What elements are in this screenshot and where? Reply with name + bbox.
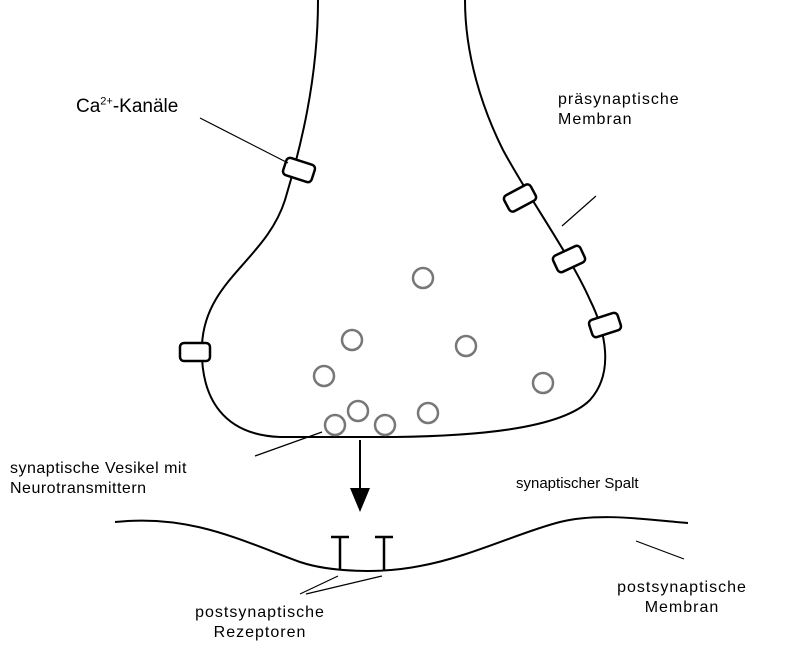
presynaptic-label-line2: Membran: [558, 110, 680, 130]
postsynaptic-receptors: [331, 537, 393, 571]
receptors-label-line1: postsynaptische: [0, 603, 520, 623]
vesicle: [375, 415, 395, 435]
ca-channel: [180, 343, 210, 361]
receptors-label-line2: Rezeptoren: [0, 623, 520, 643]
ca-channels: [180, 157, 622, 361]
leader-ca: [200, 118, 288, 163]
vesicle: [533, 373, 553, 393]
ca-channel: [588, 312, 622, 338]
vesicle: [342, 330, 362, 350]
postsynaptic-membrane: [115, 517, 688, 571]
receptors-label: postsynaptische Rezeptoren: [0, 603, 520, 643]
vesicle: [348, 401, 368, 421]
postsynaptic-label-line2: Membran: [582, 598, 782, 618]
postsynaptic-membrane-label: postsynaptische Membran: [582, 578, 782, 618]
leader-presynaptic: [562, 196, 596, 226]
ca-channels-label: Ca2+-Kanäle: [76, 95, 178, 119]
presynaptic-membrane-label: präsynaptische Membran: [558, 90, 680, 130]
vesicles-label: synaptische Vesikel mit Neurotransmitter…: [10, 459, 187, 499]
presynaptic-membrane: [202, 0, 605, 437]
vesicle: [418, 403, 438, 423]
synaptic-vesicles: [314, 268, 553, 435]
leader-postsynaptic: [636, 541, 684, 559]
vesicle: [325, 415, 345, 435]
vesicle: [456, 336, 476, 356]
vesicles-label-line2: Neurotransmittern: [10, 479, 187, 499]
presynaptic-label-line1: präsynaptische: [558, 90, 680, 110]
ca-channel: [552, 245, 587, 274]
synaptic-cleft-label: synaptischer Spalt: [516, 475, 639, 494]
vesicles-label-line1: synaptische Vesikel mit: [10, 459, 187, 479]
postsynaptic-label-line1: postsynaptische: [582, 578, 782, 598]
vesicle: [314, 366, 334, 386]
leader-receptor-2: [306, 576, 382, 594]
release-arrow: [350, 440, 370, 512]
leader-lines: [200, 118, 684, 594]
ca-channel: [503, 183, 538, 213]
ca-channel: [282, 157, 316, 183]
vesicle: [413, 268, 433, 288]
